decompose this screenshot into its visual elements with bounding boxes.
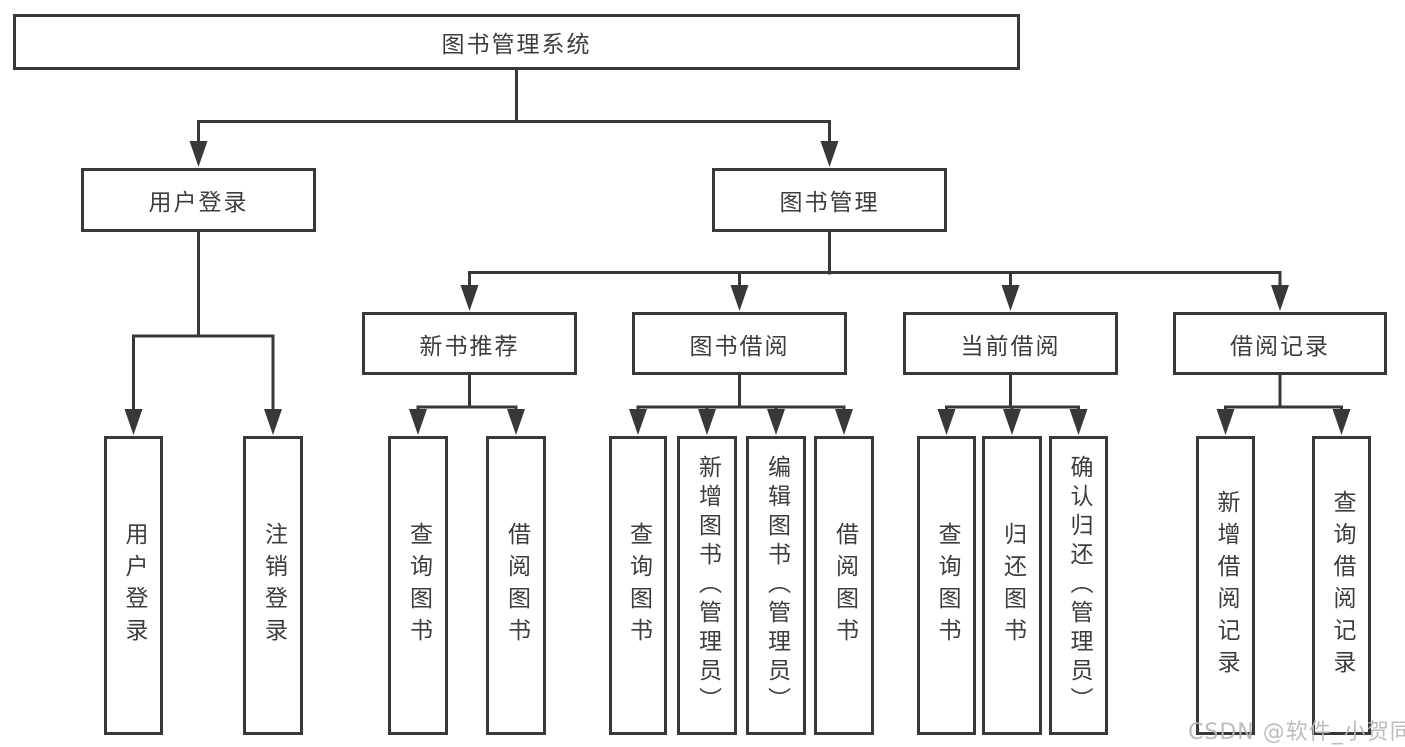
leaf-label: 归还图书 <box>999 521 1026 650</box>
leaf-label: 查询图书 <box>625 521 652 650</box>
node-query-books-borrowing: 查询图书 <box>609 436 667 735</box>
node-new-book-recommend: 新书推荐 <box>362 312 577 375</box>
node-book-borrowing: 图书借阅 <box>632 312 847 375</box>
node-borrow-books-recommend: 借阅图书 <box>486 436 546 735</box>
node-user-login: 用户登录 <box>81 168 316 232</box>
leaf-label: 查询借阅记录 <box>1329 489 1355 682</box>
node-logout-action: 注销登录 <box>243 436 303 735</box>
leaf-label: 查询图书 <box>934 521 960 650</box>
leaf-label: 新增借阅记录 <box>1213 489 1239 682</box>
node-edit-books-admin: 编辑图书（管理员） <box>746 436 806 735</box>
node-query-books-recommend: 查询图书 <box>388 436 448 735</box>
node-add-borrow-record: 新增借阅记录 <box>1196 436 1255 735</box>
node-confirm-return-admin: 确认归还（管理员） <box>1049 436 1108 735</box>
node-borrowing-records: 借阅记录 <box>1173 312 1387 375</box>
leaf-label: 确认归还（管理员） <box>1066 455 1092 716</box>
leaf-label: 新增图书（管理员） <box>694 455 721 716</box>
node-add-books-admin: 新增图书（管理员） <box>677 436 737 735</box>
leaf-label: 用户登录 <box>121 521 147 650</box>
node-current-borrowing: 当前借阅 <box>903 312 1118 375</box>
node-borrow-books-borrowing: 借阅图书 <box>814 436 874 735</box>
leaf-label: 借阅图书 <box>503 521 530 650</box>
node-library-system: 图书管理系统 <box>13 14 1020 70</box>
leaf-label: 注销登录 <box>260 521 287 650</box>
node-query-books-current: 查询图书 <box>917 436 976 735</box>
node-query-borrow-record: 查询借阅记录 <box>1312 436 1371 735</box>
node-user-login-action: 用户登录 <box>104 436 163 735</box>
node-book-management: 图书管理 <box>712 168 947 232</box>
leaf-label: 查询图书 <box>405 521 432 650</box>
leaf-label: 借阅图书 <box>831 521 858 650</box>
arrowheads <box>124 141 1351 435</box>
watermark: CSDN @软件_小贺同学 <box>1188 720 1405 745</box>
node-return-books: 归还图书 <box>982 436 1042 735</box>
leaf-label: 编辑图书（管理员） <box>763 455 790 716</box>
